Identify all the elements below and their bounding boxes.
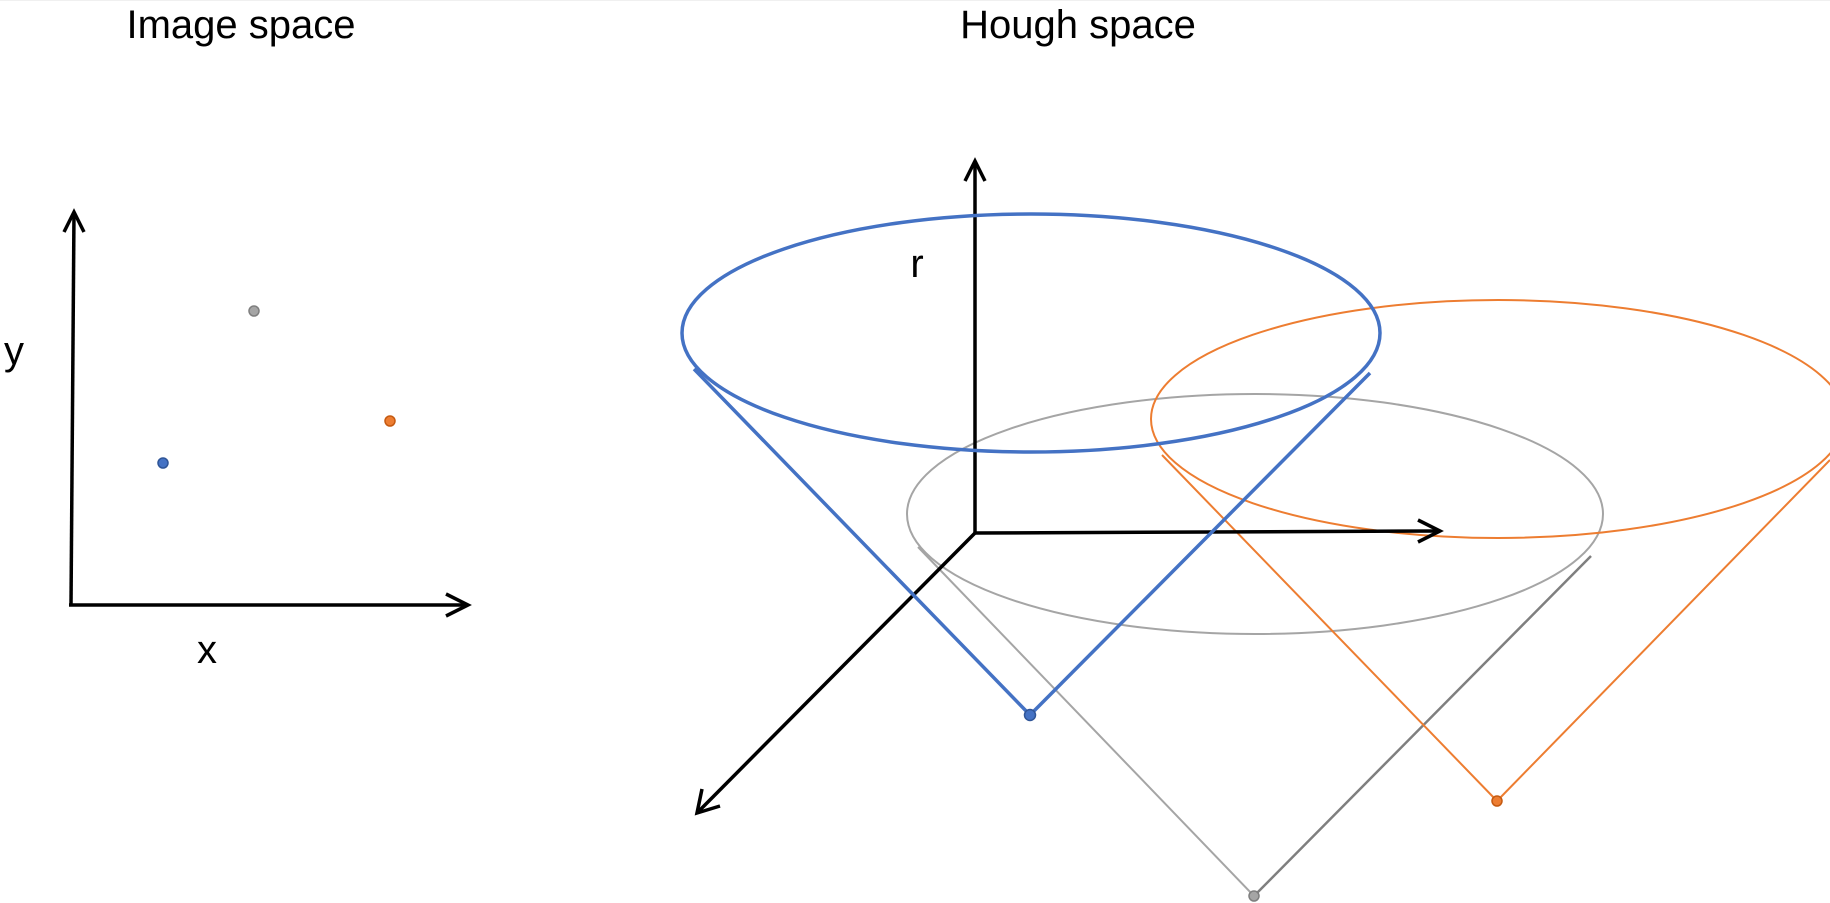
cone-gray-rim <box>906 393 1604 635</box>
cone-orange-apex-point <box>1491 795 1503 807</box>
image-x-label: x <box>197 628 217 672</box>
image-y-axis-arrowhead <box>62 208 86 233</box>
hough-r-label: r <box>910 242 923 286</box>
cone-blue-rim <box>680 212 1382 454</box>
image-x-axis-arrowhead <box>445 592 472 618</box>
cone-orange <box>1150 299 1830 807</box>
hough-space-panel: Hough space r <box>680 3 1830 902</box>
image-point-orange <box>384 415 396 427</box>
cone-orange-left-edge <box>1161 454 1498 802</box>
hough-depth-axis <box>695 531 977 815</box>
top-rule <box>0 0 1830 1</box>
image-point-blue <box>157 457 169 469</box>
cone-gray <box>906 393 1604 902</box>
cone-gray-left-edge <box>917 546 1255 897</box>
image-space-panel: Image space y x <box>4 3 472 672</box>
hough-depth-axis-arrowhead <box>694 788 721 816</box>
cone-blue <box>680 212 1382 722</box>
hough-r-axis-arrowhead <box>963 157 987 182</box>
cone-gray-apex-point <box>1248 890 1260 902</box>
image-y-axis <box>69 211 76 606</box>
image-point-gray <box>248 305 260 317</box>
image-space-title: Image space <box>126 3 355 47</box>
hough-horizontal-axis-arrowhead <box>1417 518 1444 544</box>
cone-orange-rim <box>1150 299 1830 539</box>
cone-blue-apex-point <box>1023 708 1037 722</box>
cone-orange-right-edge <box>1496 459 1830 802</box>
cone-gray-right-edge <box>1253 555 1592 897</box>
hough-axes: r <box>694 157 1444 816</box>
cone-blue-right-edge <box>1028 371 1372 717</box>
hough-space-title: Hough space <box>960 3 1196 47</box>
hough-horizontal-axis <box>974 529 1441 535</box>
cone-blue-left-edge <box>692 367 1032 717</box>
image-y-label: y <box>4 329 24 373</box>
